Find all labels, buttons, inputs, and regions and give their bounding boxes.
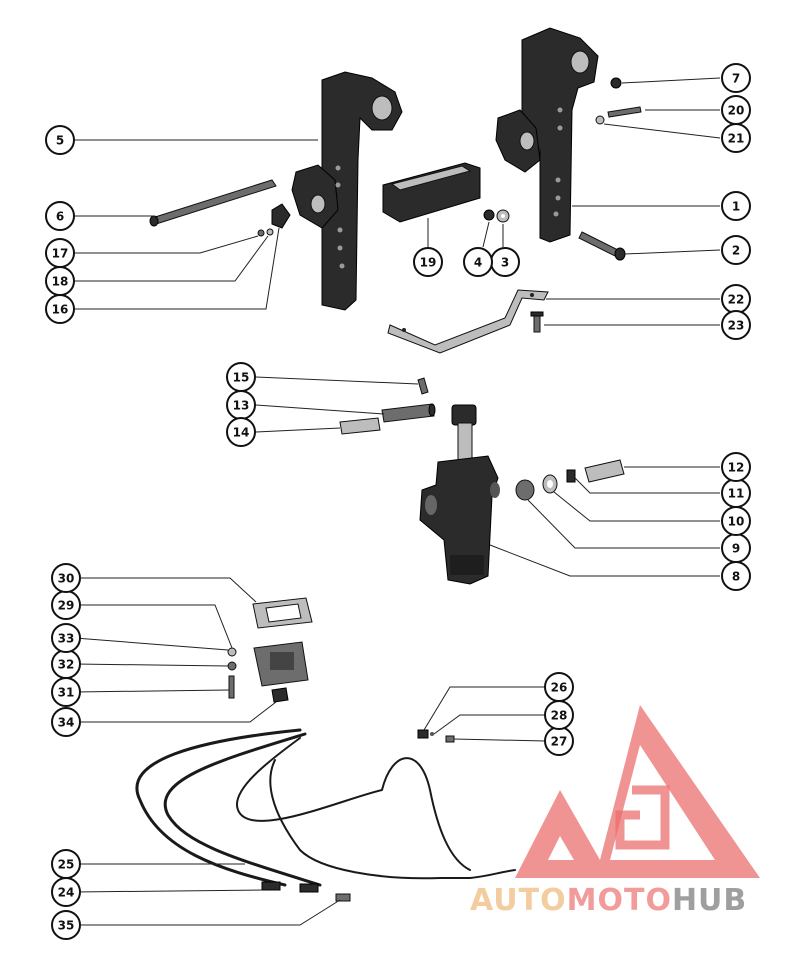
callout-35-label: 35 (58, 919, 75, 933)
callout-23: 23 (721, 310, 751, 340)
callout-18-label: 18 (52, 275, 69, 289)
callout-10-label: 10 (728, 515, 745, 529)
callout-3-label: 3 (501, 256, 509, 270)
callout-13-label: 13 (233, 399, 250, 413)
callout-21: 21 (721, 123, 751, 153)
callout-3: 3 (490, 247, 520, 277)
left-transom-bracket (291, 71, 403, 311)
callout-32: 32 (51, 649, 81, 679)
callout-1-label: 1 (732, 200, 740, 214)
callout-29: 29 (51, 590, 81, 620)
callout-33-label: 33 (58, 632, 75, 646)
callout-6-label: 6 (56, 210, 64, 224)
callout-29-label: 29 (58, 599, 75, 613)
callout-2-label: 2 (732, 244, 740, 258)
callout-7-label: 7 (732, 72, 740, 86)
callout-30-label: 30 (58, 572, 75, 586)
callout-34: 34 (51, 707, 81, 737)
callout-20: 20 (721, 95, 751, 125)
callout-21-label: 21 (728, 132, 745, 146)
cylinder-bushings (515, 459, 625, 501)
watermark-word-moto: MOTO (567, 883, 672, 918)
callout-16-label: 16 (52, 303, 69, 317)
callout-5-label: 5 (56, 134, 64, 148)
callout-2: 2 (721, 235, 751, 265)
callout-9-label: 9 (732, 542, 740, 556)
callout-14: 14 (226, 417, 256, 447)
callout-6: 6 (45, 201, 75, 231)
anchor-bracket (387, 289, 549, 354)
callout-19-label: 19 (420, 256, 437, 270)
callout-23-label: 23 (728, 319, 745, 333)
anchor-screw (530, 311, 544, 333)
hose-fittings (417, 729, 455, 743)
watermark-triangle-icon (515, 705, 760, 878)
callout-9: 9 (721, 533, 751, 563)
watermark-inner-g-icon (615, 785, 670, 850)
right-small-fasteners (595, 77, 642, 125)
callout-8: 8 (721, 561, 751, 591)
pivot-pins (339, 377, 436, 435)
callout-15-label: 15 (233, 371, 250, 385)
callout-35: 35 (51, 910, 81, 940)
callout-16: 16 (45, 294, 75, 324)
callout-7: 7 (721, 63, 751, 93)
callout-17-label: 17 (52, 247, 69, 261)
callout-31-label: 31 (58, 686, 75, 700)
callout-13: 13 (226, 390, 256, 420)
callout-34-label: 34 (58, 716, 75, 730)
callout-27-label: 27 (551, 735, 568, 749)
callout-4-label: 4 (474, 256, 482, 270)
callout-20-label: 20 (728, 104, 745, 118)
nut-and-washer (483, 209, 510, 223)
callout-14-label: 14 (233, 426, 250, 440)
watermark-logo: AUTOMOTOHUB (470, 705, 760, 918)
callout-31: 31 (51, 677, 81, 707)
pump-manifold-parts (227, 597, 313, 703)
callout-26-label: 26 (551, 681, 568, 695)
watermark-word-auto: AUTO (470, 883, 567, 918)
callout-11: 11 (721, 478, 751, 508)
callout-24-label: 24 (58, 886, 75, 900)
callout-8-label: 8 (732, 570, 740, 584)
left-small-fasteners (257, 203, 291, 237)
callout-12: 12 (721, 452, 751, 482)
callout-28-label: 28 (551, 709, 568, 723)
callout-25: 25 (51, 849, 81, 879)
callout-25-label: 25 (58, 858, 75, 872)
callout-10: 10 (721, 506, 751, 536)
hydraulic-cylinder (419, 404, 500, 585)
callout-22-label: 22 (728, 293, 745, 307)
callout-24: 24 (51, 877, 81, 907)
callout-12-label: 12 (728, 461, 745, 475)
watermark-text: AUTOMOTOHUB (470, 883, 747, 918)
right-transom-bracket (495, 27, 599, 243)
callout-19: 19 (413, 247, 443, 277)
callout-15: 15 (226, 362, 256, 392)
callout-32-label: 32 (58, 658, 75, 672)
bracket-bolt (578, 231, 626, 261)
callout-11-label: 11 (728, 487, 745, 501)
callout-22: 22 (721, 284, 751, 314)
callout-26: 26 (544, 672, 574, 702)
leader-lines (74, 77, 721, 926)
hydraulic-hoses (135, 728, 516, 902)
callout-30: 30 (51, 563, 81, 593)
callout-17: 17 (45, 238, 75, 268)
watermark-word-hub: HUB (672, 883, 747, 918)
callout-4: 4 (463, 247, 493, 277)
callout-27: 27 (544, 726, 574, 756)
callout-1: 1 (721, 191, 751, 221)
callout-18: 18 (45, 266, 75, 296)
callout-28: 28 (544, 700, 574, 730)
callout-5: 5 (45, 125, 75, 155)
callout-33: 33 (51, 623, 81, 653)
tilt-pin (149, 179, 277, 227)
spacer-block (382, 162, 481, 223)
